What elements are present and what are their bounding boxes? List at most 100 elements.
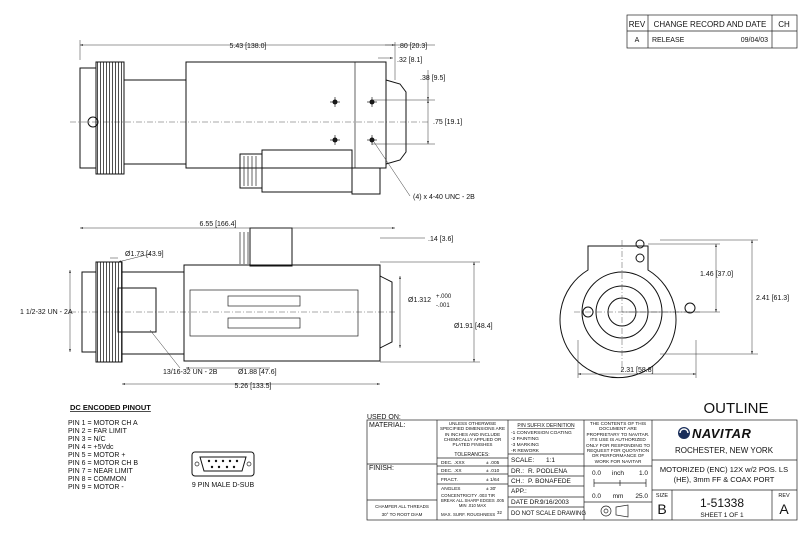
checked-by-value: P. BONAFEDE xyxy=(528,478,572,485)
callout-holes: (4) x 4-40 UNC - 2B xyxy=(413,194,475,201)
pin-9: PIN 9 = MOTOR - xyxy=(68,484,124,491)
navitar-logo-icon: NAVITAR xyxy=(678,426,751,441)
rev-label: REV xyxy=(778,493,790,499)
surface-note: MAX. SURF. ROUGHNESS xyxy=(441,512,495,517)
dim-front-outer: Ø1.91 [48.4] xyxy=(454,323,493,330)
suffix-4: -R REWORK xyxy=(511,448,540,454)
size-value: B xyxy=(657,501,666,517)
set-screw-icon xyxy=(87,116,99,128)
focus-ring-knurl xyxy=(95,61,125,175)
company-location: ROCHESTER, NEW YORK xyxy=(675,446,774,455)
dim-end-width: 2.31 [58.8] xyxy=(620,367,653,374)
tolerances-title: TOLERANCES: xyxy=(454,452,489,458)
tol-row-3-value: ± 1/64 xyxy=(486,477,500,483)
rear-cap-outline xyxy=(79,67,97,169)
approved-label: APP.: xyxy=(511,488,527,495)
date-label: DATE DR.: xyxy=(511,499,543,506)
connector-label: 9 PIN MALE D-SUB xyxy=(192,482,255,489)
part-number: 1-51338 xyxy=(700,496,744,510)
end-view: 1.46 [37.0] 2.41 [61.3] 2.31 [58.8] xyxy=(559,239,789,379)
scale-mm-end: 25.0 xyxy=(635,493,648,500)
suffix-2: -2 PAINTING xyxy=(511,436,539,442)
description-line-1: MOTORIZED (ENC) 12X w/2 POS. LS xyxy=(660,465,788,474)
ch-header: CH xyxy=(778,20,790,29)
material-label: MATERIAL: xyxy=(369,422,405,429)
break-edges-note: BREAK ALL SHARP EDGES .005 MIN .010 MAX xyxy=(440,499,505,508)
drawn-by-label: DR.: xyxy=(511,468,524,475)
checked-by-label: CH.: xyxy=(511,478,524,485)
finish-label: FINISH: xyxy=(369,465,394,472)
suffix-title: P/N SUFFIX DEFINITION xyxy=(517,423,575,429)
dim-end-total-height: 2.41 [61.3] xyxy=(756,295,789,302)
dim-front-diameter: Ø1.312 xyxy=(408,297,431,304)
dim-hole-offset: .38 [9.5] xyxy=(420,75,445,82)
scale-label: SCALE: xyxy=(511,457,534,464)
tolerance-plus: +.000 xyxy=(436,294,452,300)
coax-port xyxy=(249,227,293,267)
concentricity-note: CONCENTRICITY .003 TIR xyxy=(441,493,495,498)
scale-inch-unit: inch xyxy=(612,470,624,477)
tol-row-2-label: DEC. .XX xyxy=(441,468,462,474)
proprietary-notice: THE CONTENTS OF THIS DOCUMENT ARE PROPRI… xyxy=(586,421,650,464)
tol-row-4-value: ± 30' xyxy=(486,486,496,492)
scale-mm-unit: mm xyxy=(613,493,624,500)
pinout-block: DC ENCODED PINOUT PIN 1 = MOTOR CH A PIN… xyxy=(68,403,255,491)
dim-overall-length: 5.43 [138.0] xyxy=(230,43,267,50)
tol-row-3-label: FRACT. xyxy=(441,477,458,483)
dim-body-length: 5.26 [133.5] xyxy=(235,383,272,390)
pin-4: PIN 4 = +5Vdc xyxy=(68,444,114,451)
dim-hole-spacing: .75 [19.1] xyxy=(433,119,462,126)
projection-symbol-icon xyxy=(600,504,629,518)
used-on-label: USED ON: xyxy=(367,414,401,421)
chamfer-note: CHAMFER ALL THREADS xyxy=(375,504,429,509)
end-view-housing xyxy=(559,245,677,379)
change-header: CHANGE RECORD AND DATE xyxy=(654,20,767,29)
pin-8: PIN 8 = COMMON xyxy=(68,476,126,483)
rev-value-block: A xyxy=(779,501,789,517)
surface-value: 32 xyxy=(497,510,502,515)
tolerance-minus: -.001 xyxy=(436,303,450,309)
side-body-main xyxy=(183,264,381,362)
pin-6: PIN 6 = MOTOR CH B xyxy=(68,460,138,467)
suffix-1: -1 CONVERSION COATING xyxy=(511,430,572,436)
body-section-main xyxy=(185,61,387,169)
motor-housing xyxy=(261,149,353,193)
front-lens-outline xyxy=(385,79,407,165)
rev-value: A xyxy=(635,37,640,44)
date-value: 9/16/2003 xyxy=(540,499,569,506)
description-line-2: (HE), 3mm FF & COAX PORT xyxy=(674,475,775,484)
pinout-title: DC ENCODED PINOUT xyxy=(70,403,151,412)
side-mount-plate xyxy=(117,287,157,333)
no-scale-note: DO NOT SCALE DRAWING xyxy=(511,511,586,517)
top-view: 5.43 [138.0] .80 [20.3] .32 [8.1] .38 [9… xyxy=(70,40,475,201)
tol-row-1-value: ± .005 xyxy=(486,460,500,466)
pin-1: PIN 1 = MOTOR CH A xyxy=(68,420,138,427)
sheet-number: SHEET 1 OF 1 xyxy=(700,512,744,519)
dim-mount-diameter: Ø1.88 [47.6] xyxy=(238,369,277,376)
general-notes: UNLESS OTHERWISE SPECIFIED DIMENSIONS AR… xyxy=(439,421,506,448)
thread-mount: 13/16-32 UN - 2B xyxy=(163,369,218,376)
rev-header: REV xyxy=(629,20,646,29)
scale-value: 1:1 xyxy=(546,457,555,464)
dim-step: .32 [8.1] xyxy=(397,57,422,64)
company-logo-text: NAVITAR xyxy=(692,426,751,441)
drawn-by-value: R. PODLENA xyxy=(528,468,568,475)
scale-bar-icon xyxy=(593,479,647,487)
dim-side-length: 6.55 [166.4] xyxy=(200,221,237,228)
scale-inch-end: 1.0 xyxy=(639,470,648,477)
dim-end-height: 1.46 [37.0] xyxy=(700,271,733,278)
pin-7: PIN 7 = NEAR LIMIT xyxy=(68,468,133,475)
tol-row-1-label: DEC. .XXX xyxy=(441,460,466,466)
change-date: 09/04/03 xyxy=(741,37,768,44)
revision-table: REV CHANGE RECORD AND DATE CH A RELEASE … xyxy=(626,14,798,49)
dsub-connector-icon xyxy=(191,451,255,477)
thread-rear: 1 1/2-32 UN - 2A xyxy=(20,309,73,316)
scale-mm-start: 0.0 xyxy=(592,493,601,500)
size-label: SIZE xyxy=(656,493,669,499)
tol-row-2-value: ± .010 xyxy=(486,468,500,474)
title-block: USED ON: MATERIAL: FINISH: CHAMFER ALL T… xyxy=(366,400,798,521)
side-body-rear xyxy=(121,271,185,355)
change-value: RELEASE xyxy=(652,37,685,44)
pin-5: PIN 5 = MOTOR + xyxy=(68,452,125,459)
